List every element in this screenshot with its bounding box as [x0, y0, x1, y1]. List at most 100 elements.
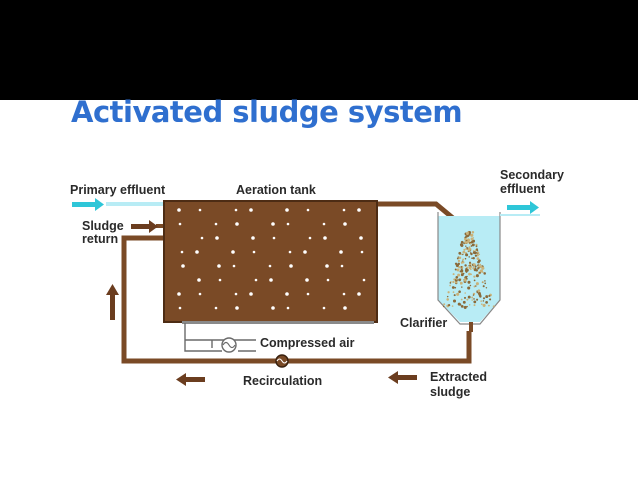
extracted-arrow-icon	[388, 371, 417, 384]
floc-particle	[482, 297, 486, 300]
floc-particle	[481, 281, 484, 283]
floc-particle	[477, 267, 480, 270]
floc-particle	[472, 239, 476, 243]
floc-particle	[479, 265, 483, 269]
floc-particle	[442, 305, 445, 308]
floc-particle	[468, 266, 472, 270]
air-bubble	[231, 250, 235, 254]
air-bubble	[271, 222, 275, 226]
air-bubble	[288, 250, 292, 254]
floc-particle	[473, 279, 476, 282]
floc-particle	[457, 273, 461, 277]
floc-particle	[467, 248, 471, 252]
floc-particle	[465, 236, 467, 239]
floc-particle	[458, 256, 462, 260]
air-bubble	[214, 222, 218, 226]
floc-particle	[460, 266, 463, 268]
floc-particle	[474, 265, 477, 268]
air-bubble	[249, 292, 253, 296]
floc-particle	[473, 304, 476, 307]
floc-particle	[452, 299, 457, 303]
air-bubble	[181, 264, 185, 268]
air-bubble	[214, 306, 218, 310]
floc-particle	[482, 300, 485, 302]
air-bubble	[325, 264, 329, 268]
floc-particle	[470, 237, 474, 241]
air-bubble	[198, 208, 202, 212]
floc-particle	[456, 268, 460, 272]
air-bubble	[342, 208, 346, 212]
air-bubble	[362, 278, 366, 282]
floc-particle	[466, 231, 469, 235]
floc-particle	[463, 296, 467, 299]
floc-particle	[452, 273, 455, 276]
floc-particle	[465, 253, 469, 257]
floc-particle	[454, 268, 457, 271]
air-bubble	[308, 236, 312, 240]
floc-particle	[457, 259, 461, 263]
label-secondary-effluent-1: Secondary	[500, 168, 564, 182]
floc-particle	[475, 285, 477, 287]
clarifier-water	[438, 216, 500, 322]
floc-particle	[473, 251, 477, 255]
floc-particle	[462, 300, 466, 304]
floc-particle	[456, 292, 460, 296]
air-bubble	[215, 236, 219, 240]
floc-particle	[458, 290, 461, 294]
air-bubble	[303, 250, 307, 254]
air-bubble	[326, 278, 330, 282]
compressed-air-pipe	[184, 323, 256, 352]
air-bubble	[343, 222, 347, 226]
label-sludge-return-1: Sludge	[82, 219, 124, 233]
floc-particle	[482, 303, 486, 307]
label-primary-effluent: Primary effluent	[70, 183, 166, 197]
air-bubble	[286, 222, 290, 226]
sludge-return-arrow-icon	[131, 220, 158, 233]
air-bubble	[177, 208, 181, 212]
floc-particle	[481, 303, 483, 305]
floc-particle	[454, 286, 457, 289]
floc-particle	[482, 285, 485, 288]
floc-particle	[466, 298, 469, 301]
floc-particle	[473, 300, 477, 304]
air-bubble	[305, 278, 309, 282]
floc-particle	[478, 253, 481, 256]
floc-particle	[459, 281, 463, 285]
air-bubble	[178, 306, 182, 310]
floc-particle	[452, 291, 455, 293]
floc-particle	[472, 294, 475, 296]
floc-particle	[484, 280, 486, 282]
floc-particle	[463, 248, 466, 251]
air-bubbles	[177, 208, 366, 310]
air-bubble	[323, 236, 327, 240]
label-recirculation: Recirculation	[243, 374, 322, 388]
air-bubble	[177, 292, 181, 296]
air-diffuser	[182, 321, 374, 324]
floc-particle	[462, 253, 464, 256]
clarifier-wall-right	[500, 214, 540, 216]
air-bubble	[180, 250, 184, 254]
up-arrow-icon	[106, 284, 119, 320]
floc-particle	[480, 300, 483, 302]
floc-particle	[479, 269, 483, 273]
floc-particle	[473, 250, 475, 252]
floc-particle	[488, 294, 491, 297]
floc-particle	[467, 295, 471, 299]
floc-particle	[464, 292, 466, 294]
air-bubble	[343, 306, 347, 310]
air-bubble	[218, 278, 222, 282]
floc-particle	[477, 289, 481, 293]
air-bubble	[178, 222, 182, 226]
air-bubble	[339, 250, 343, 254]
air-bubble	[234, 292, 238, 296]
floc-particle	[460, 269, 464, 273]
air-bubble	[251, 236, 255, 240]
air-bubble	[286, 306, 290, 310]
floc-particle	[452, 280, 455, 284]
floc-particle	[485, 295, 489, 299]
floc-particle	[468, 304, 471, 306]
floc-particle	[468, 261, 472, 264]
floc-particle	[465, 248, 468, 250]
air-bubble	[285, 208, 289, 212]
recirculation-pipe	[121, 235, 472, 364]
